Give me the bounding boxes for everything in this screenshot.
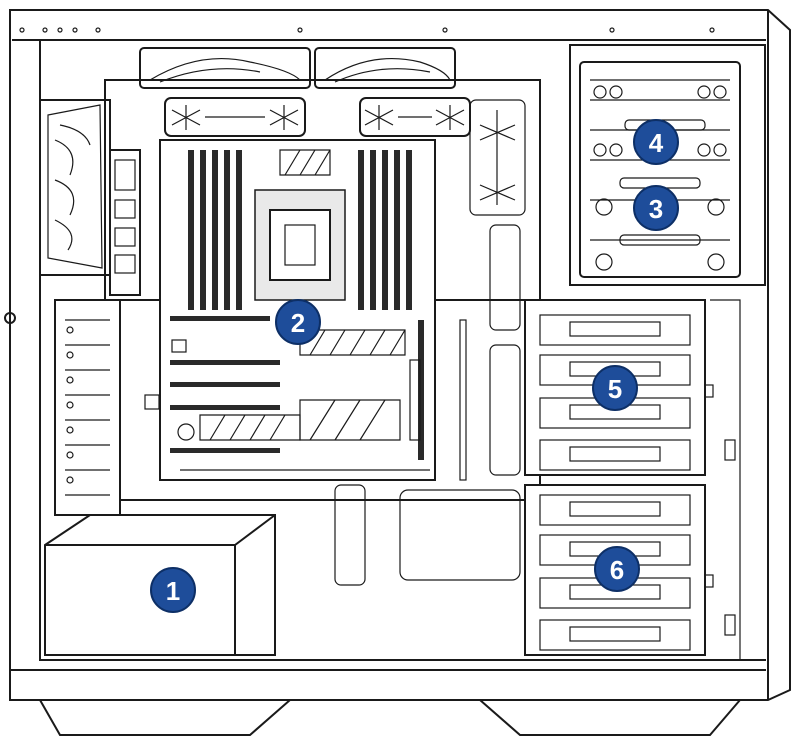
callout-1-circle — [150, 567, 196, 613]
callout-5-circle — [592, 365, 638, 411]
callout-3-circle — [633, 185, 679, 231]
cable-cutouts — [334, 484, 521, 586]
callout-6: 6 — [594, 546, 640, 592]
callout-2: 2 — [275, 299, 321, 345]
callout-6-circle — [594, 546, 640, 592]
top-fans — [139, 47, 456, 89]
callout-2-label: 2 — [291, 308, 305, 338]
cpu-fan-brackets — [164, 97, 471, 137]
callout-3: 3 — [633, 185, 679, 231]
callout-6-label: 6 — [610, 555, 624, 585]
optical-drive-bays — [569, 44, 766, 286]
callout-1-label: 1 — [166, 576, 180, 606]
expansion-slot-covers — [54, 299, 121, 516]
callout-3-label: 3 — [649, 194, 663, 224]
callout-5-label: 5 — [608, 374, 622, 404]
callout-1: 1 — [150, 567, 196, 613]
front-panel-rail — [704, 299, 741, 660]
rear-fan — [39, 99, 141, 296]
callout-4-circle — [633, 119, 679, 165]
callout-2-circle — [275, 299, 321, 345]
callout-5: 5 — [592, 365, 638, 411]
callout-4: 4 — [633, 119, 679, 165]
callout-4-label: 4 — [649, 128, 664, 158]
